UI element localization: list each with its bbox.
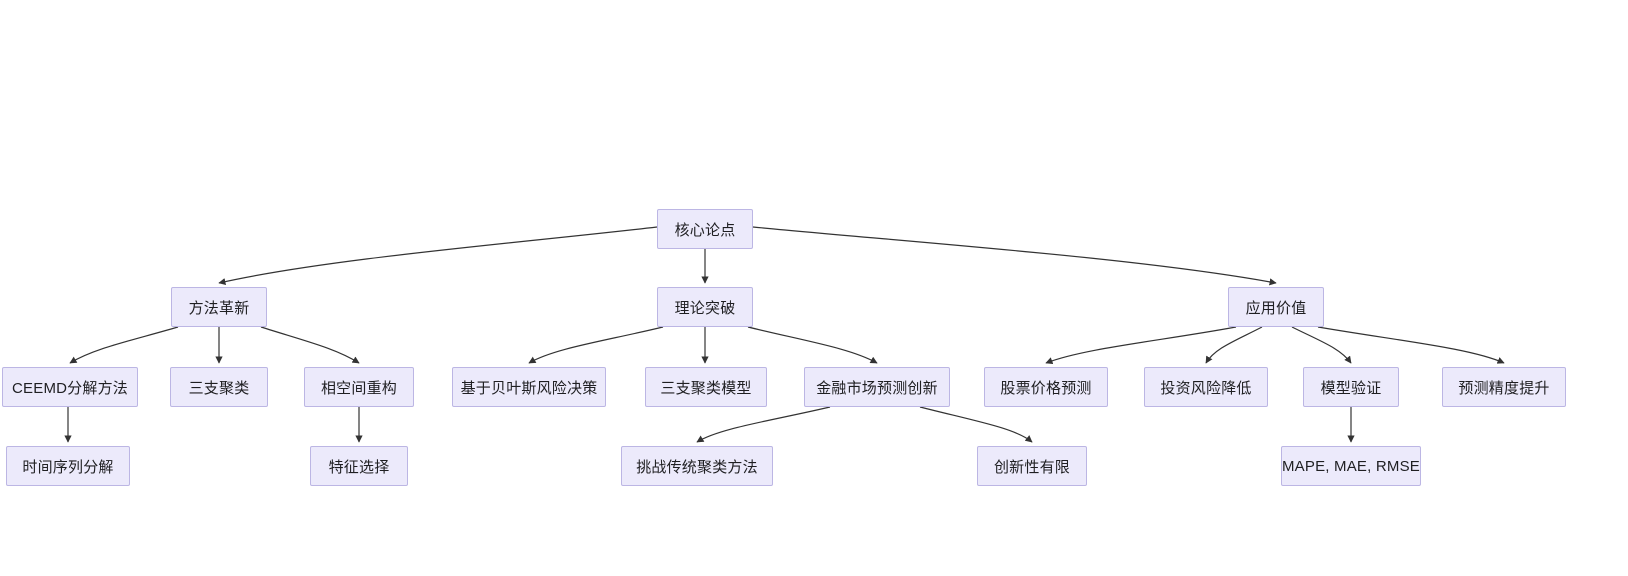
node-l2b3[interactable]: 金融市场预测创新: [804, 367, 950, 407]
node-l3b3[interactable]: 创新性有限: [977, 446, 1087, 486]
edge-l1a-to-l2a3: [260, 326, 360, 364]
edge-l2b3-to-l3b3: [919, 406, 1033, 443]
node-l3b2[interactable]: 挑战传统聚类方法: [621, 446, 773, 486]
node-label: 三支聚类: [188, 379, 250, 397]
node-l2a1[interactable]: CEEMD分解方法: [2, 367, 138, 407]
node-l2a2[interactable]: 三支聚类: [170, 367, 268, 407]
node-label: 预测精度提升: [1458, 379, 1550, 397]
edge-root-to-l1c: [752, 226, 1277, 286]
node-label: CEEMD分解方法: [12, 379, 128, 397]
node-l2a3[interactable]: 相空间重构: [304, 367, 414, 407]
node-l3a3[interactable]: 特征选择: [310, 446, 408, 486]
edge-l1c-to-l2c1: [1045, 326, 1237, 365]
node-label: 基于贝叶斯风险决策: [460, 379, 598, 397]
edge-l1b-to-l2b3: [747, 326, 878, 364]
node-l2c3[interactable]: 模型验证: [1303, 367, 1399, 407]
node-label: 特征选择: [328, 458, 390, 476]
node-l3a1[interactable]: 时间序列分解: [6, 446, 130, 486]
node-label: 相空间重构: [320, 379, 397, 397]
edge-l1c-to-l2c2: [1205, 326, 1263, 364]
edge-l1b-to-l2b1: [528, 326, 664, 364]
node-label: 理论突破: [674, 299, 736, 317]
node-l1c[interactable]: 应用价值: [1228, 287, 1324, 327]
node-l1a[interactable]: 方法革新: [171, 287, 267, 327]
node-l2c1[interactable]: 股票价格预测: [984, 367, 1108, 407]
node-label: 模型验证: [1320, 379, 1382, 397]
node-label: 时间序列分解: [22, 458, 114, 476]
node-label: MAPE, MAE, RMSE: [1281, 457, 1421, 475]
node-label: 创新性有限: [993, 458, 1070, 476]
edge-l1a-to-l2a1: [69, 326, 179, 364]
node-l2c4[interactable]: 预测精度提升: [1442, 367, 1566, 407]
node-l1b[interactable]: 理论突破: [657, 287, 753, 327]
node-label: 方法革新: [188, 299, 250, 317]
node-label: 核心论点: [674, 221, 736, 239]
node-l2c2[interactable]: 投资风险降低: [1144, 367, 1268, 407]
node-label: 三支聚类模型: [660, 379, 752, 397]
node-label: 股票价格预测: [1000, 379, 1092, 397]
edge-l2b3-to-l3b2: [696, 406, 831, 443]
edge-root-to-l1a: [218, 226, 658, 286]
node-root[interactable]: 核心论点: [657, 209, 753, 249]
node-label: 金融市场预测创新: [816, 379, 938, 397]
edge-l1c-to-l2c4: [1317, 326, 1505, 364]
node-l2b2[interactable]: 三支聚类模型: [645, 367, 767, 407]
edge-group: [64, 226, 1505, 443]
node-label: 应用价值: [1245, 299, 1307, 317]
node-l3c3[interactable]: MAPE, MAE, RMSE: [1281, 446, 1421, 486]
node-label: 投资风险降低: [1160, 379, 1252, 397]
edge-l1c-to-l2c3: [1291, 326, 1352, 364]
node-label: 挑战传统聚类方法: [636, 458, 758, 476]
node-l2b1[interactable]: 基于贝叶斯风险决策: [452, 367, 606, 407]
